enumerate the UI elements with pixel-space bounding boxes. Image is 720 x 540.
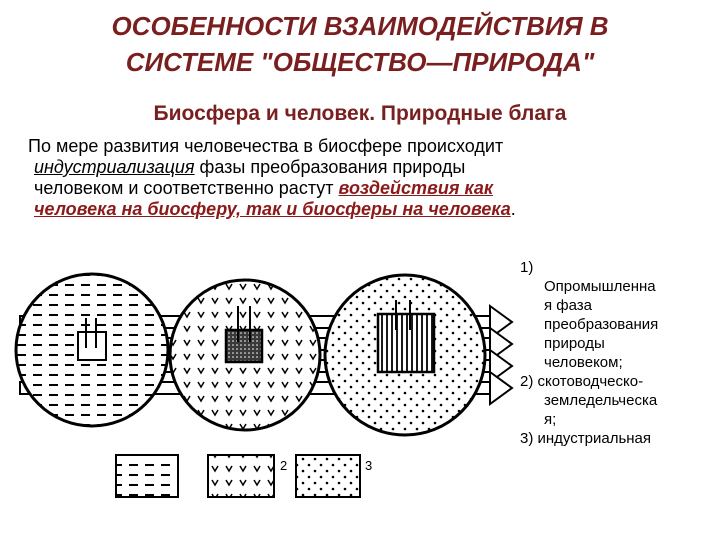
legend-swatch-1 (115, 454, 179, 498)
intro-paragraph: По мере развития человечества в биосфере… (28, 136, 708, 220)
phase-1-line: я фаза (544, 297, 593, 314)
biosphere-circle-2 (168, 278, 322, 432)
legend-label-3: 3 (365, 458, 372, 473)
paragraph-line-4: человека на биосферу, так и биосферы на … (28, 199, 708, 220)
biosphere-circle-3 (323, 273, 487, 437)
paragraph-line-3: человеком и соответственно растут воздей… (28, 178, 708, 199)
biosphere-circle-1 (14, 272, 170, 428)
legend-swatch-2 (207, 454, 275, 498)
phase-2-item: 2) скотоводческо- (520, 372, 710, 391)
phase-2-line: скотоводческо- (537, 373, 644, 390)
paragraph-line-3-plain: человеком и соответственно растут (34, 178, 339, 198)
impact-emphasis-2: человека на биосферу, так и биосферы на … (34, 199, 511, 219)
human-impact-box-small (77, 331, 107, 361)
legend-swatch-3 (295, 454, 361, 498)
phase-1-line: природы (544, 335, 605, 352)
phase-1-number: 1) (520, 259, 534, 276)
phase-2-number: 2) (520, 373, 534, 390)
phase-1-line: Опромышленна (544, 278, 656, 295)
section-subtitle: Биосфера и человек. Природные блага (153, 102, 567, 125)
human-impact-box-medium (224, 328, 264, 364)
human-impact-box-large (376, 312, 436, 374)
title-line-1: ОСОБЕННОСТИ ВЗАИМОДЕЙСТВИЯ В (111, 11, 609, 41)
phase-1-line: человеком; (544, 354, 623, 371)
impact-emphasis-1: воздействия как (338, 178, 493, 198)
phase-2-line: земледельческа (544, 392, 658, 409)
legend: 2 3 (115, 454, 372, 498)
page-title: ОСОБЕННОСТИ ВЗАИМОДЕЙСТВИЯ В СИСТЕМЕ "ОБ… (0, 8, 720, 80)
phases-list: 1) Опромышленна я фаза преобразования пр… (520, 258, 710, 448)
paragraph-line-4-end: . (510, 199, 516, 219)
phase-3-text: индустриальная (537, 430, 652, 447)
legend-label-2: 2 (280, 458, 287, 473)
phase-3-number: 3) (520, 430, 534, 447)
phase-3-item: 3) индустриальная (520, 429, 710, 448)
phase-1-line: преобразования (544, 316, 659, 333)
title-line-2: СИСТЕМЕ "ОБЩЕСТВО—ПРИРОДА" (125, 47, 595, 77)
paragraph-line-1: По мере развития человечества в биосфере… (28, 136, 504, 156)
industrialization-term: индустриализация (34, 157, 195, 177)
paragraph-line-2: индустриализация фазы преобразования при… (28, 157, 708, 178)
paragraph-line-2-rest: фазы преобразования природы (194, 157, 466, 177)
phase-2-line: я; (544, 411, 557, 428)
